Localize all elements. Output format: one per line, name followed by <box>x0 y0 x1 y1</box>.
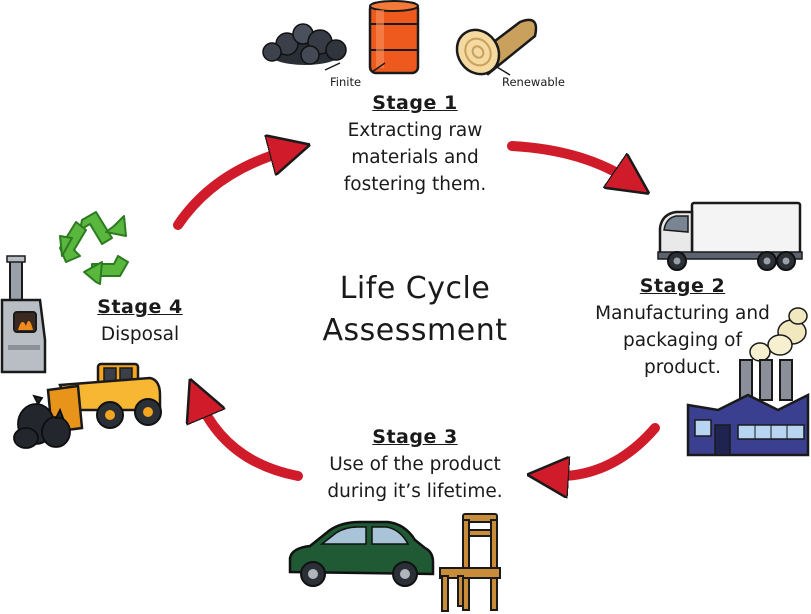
car-icon <box>288 520 435 587</box>
bulldozer-icon <box>46 362 162 434</box>
recycle-icon <box>59 211 129 285</box>
stage-3-description: Use of the product during it’s lifetime. <box>327 454 503 502</box>
diagram-title: Life Cycle Assessment <box>322 271 508 348</box>
wood-log-icon <box>455 18 538 76</box>
stage-2-title: Stage 2 <box>639 275 726 297</box>
truck-icon <box>657 201 803 271</box>
incinerator-icon <box>0 255 47 374</box>
arrow-stage3-to-stage4 <box>198 398 303 481</box>
stage-2-description: Manufacturing and packaging of product. <box>595 303 770 378</box>
stage-3-block: Stage 3 Use of the product during it’s l… <box>300 424 530 505</box>
stage-2-block: Stage 2 Manufacturing and packaging of p… <box>580 273 785 381</box>
stage-1-title: Stage 1 <box>372 92 458 114</box>
factory-icon <box>686 307 810 457</box>
arrow-stage4-to-stage1 <box>173 150 290 230</box>
stage-4-description: Disposal <box>100 324 180 345</box>
arrow-stage2-to-stage3 <box>548 423 660 476</box>
finite-label: Finite <box>330 75 361 89</box>
renewable-label: Renewable <box>502 75 565 89</box>
oil-barrel-icon <box>368 0 420 75</box>
rubbish-bags-icon <box>13 394 71 449</box>
stage-4-block: Stage 4 Disposal <box>80 294 200 348</box>
chair-icon <box>439 513 501 612</box>
stage-1-block: Stage 1 Extracting raw materials and fos… <box>300 90 530 198</box>
stage-1-description: Extracting raw materials and fostering t… <box>343 120 487 195</box>
coal-icon <box>262 23 347 65</box>
stage-3-title: Stage 3 <box>372 426 458 448</box>
stage-4-title: Stage 4 <box>97 296 183 318</box>
arrow-stage1-to-stage2 <box>507 141 632 182</box>
